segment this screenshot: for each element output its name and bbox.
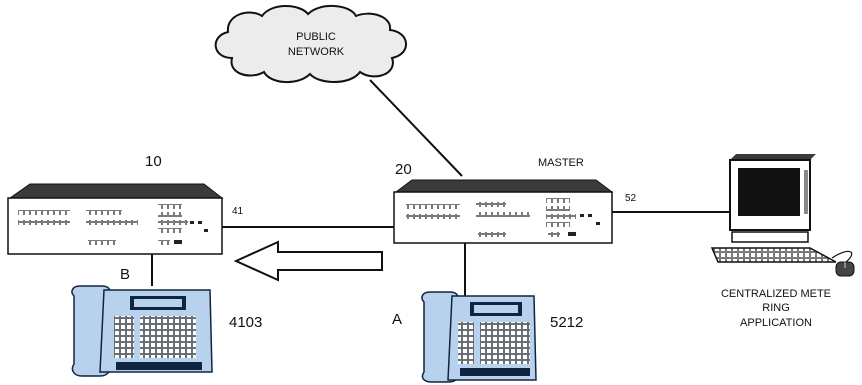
node-20-number: 20 xyxy=(395,161,412,178)
arrow-left-icon xyxy=(233,240,383,282)
phone-a: A 5212 xyxy=(392,291,583,383)
application-label-line1: CENTRALIZED METE xyxy=(721,288,831,300)
node-10-number: 10 xyxy=(145,153,162,170)
node-20-port: 52 xyxy=(625,193,637,204)
phone-b-extension: 4103 xyxy=(229,314,262,331)
node-10-port: 41 xyxy=(232,206,244,217)
network-label-line2: NETWORK xyxy=(288,46,345,58)
pbx-node-20: 20 MASTER 52 xyxy=(393,157,637,244)
node-20-role: MASTER xyxy=(538,157,584,169)
telephone-icon xyxy=(421,291,537,383)
computer: CENTRALIZED METE RING APPLICATION xyxy=(710,154,855,329)
application-label-line2: RING xyxy=(762,302,790,314)
application-label-line3: APPLICATION xyxy=(740,317,812,329)
pbx-icon xyxy=(393,179,614,244)
telephone-icon xyxy=(71,285,213,377)
phone-a-letter: A xyxy=(392,311,402,328)
phone-a-extension: 5212 xyxy=(550,314,583,331)
pbx-icon xyxy=(7,183,224,255)
pbx-node-10: 10 41 xyxy=(7,153,244,255)
cloud-icon xyxy=(214,5,407,83)
computer-icon xyxy=(710,154,853,263)
phone-b: B 4103 xyxy=(71,266,262,377)
link-network-master xyxy=(369,79,463,177)
public-network-cloud: PUBLIC NETWORK xyxy=(214,5,407,83)
mouse-icon xyxy=(835,261,855,277)
network-label-line1: PUBLIC xyxy=(296,31,336,43)
phone-b-letter: B xyxy=(120,266,130,283)
